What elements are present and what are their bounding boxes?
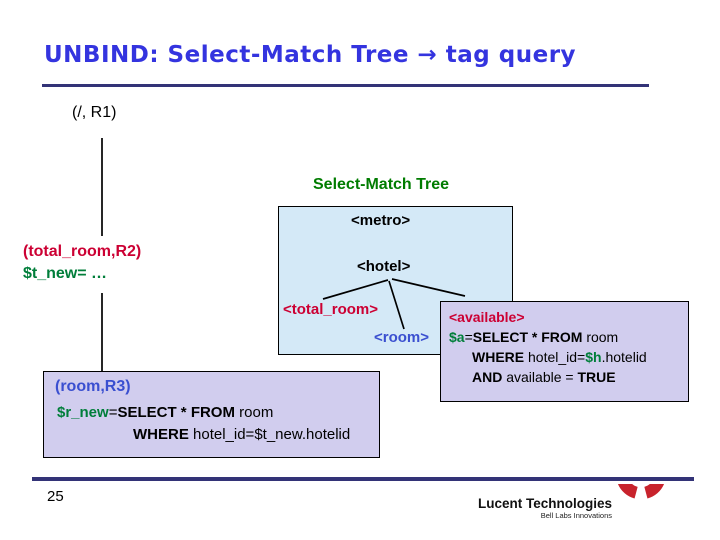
slide-title: UNBIND: Select-Match Tree → tag query bbox=[44, 42, 577, 68]
variable-h: $h bbox=[585, 349, 602, 365]
tree-node-hotel: <hotel> bbox=[357, 258, 411, 275]
room-sql-line2: WHERE hotel_id=$t_new.hotelid bbox=[133, 426, 351, 443]
tree-node-metro: <metro> bbox=[351, 212, 411, 229]
variable-a: $a bbox=[449, 329, 465, 345]
variable-r-new: $r_new bbox=[57, 404, 109, 421]
available-tag: <available> bbox=[449, 309, 525, 325]
lucent-logo-text: Lucent Technologies Bell Labs Innovation… bbox=[420, 496, 612, 520]
available-sql-line3: AND available = TRUE bbox=[472, 369, 616, 385]
room-sql-line1: $r_new=SELECT * FROM room bbox=[57, 404, 274, 421]
room-box-label: (room,R3) bbox=[55, 378, 131, 395]
title-underline bbox=[42, 84, 649, 87]
tree-node-room: <room> bbox=[374, 329, 430, 346]
lucent-logo-name: Lucent Technologies bbox=[477, 496, 612, 511]
footer-rule bbox=[32, 477, 694, 481]
available-sql-line1: $a=SELECT * FROM room bbox=[449, 329, 619, 345]
lucent-logo-tagline: Bell Labs Innovations bbox=[540, 511, 612, 520]
available-sql-line2: WHERE hotel_id=$h.hotelid bbox=[472, 349, 647, 365]
available-query-box: <available> $a=SELECT * FROM room WHERE … bbox=[440, 301, 689, 402]
room-query-box bbox=[43, 371, 380, 458]
page-number: 25 bbox=[47, 488, 64, 505]
flow-node-total-room-assignment: $t_new= … bbox=[23, 265, 108, 282]
lucent-ring-icon bbox=[618, 484, 664, 499]
tree-node-total-room: <total_room> bbox=[283, 301, 379, 318]
tree-caption: Select-Match Tree bbox=[313, 176, 450, 193]
flow-node-root: (/, R1) bbox=[72, 104, 117, 121]
flow-node-total-room: (total_room,R2) bbox=[23, 243, 142, 260]
